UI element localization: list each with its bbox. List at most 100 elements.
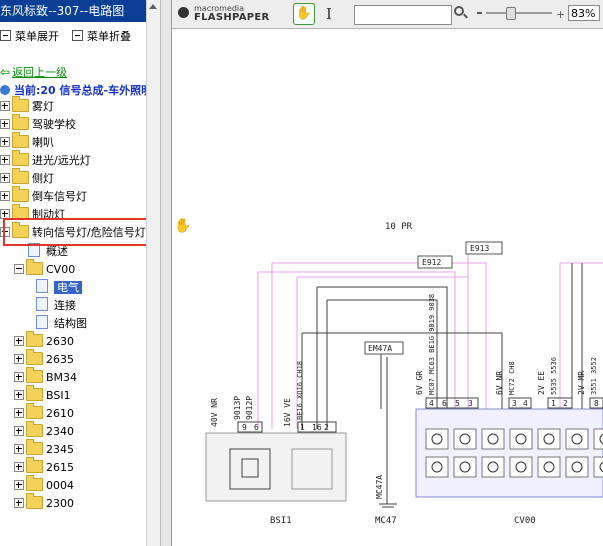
tree-item-code[interactable]: 2340 bbox=[14, 421, 74, 441]
connector-pin: 5 bbox=[455, 399, 460, 408]
label-cv-c: 2V EE bbox=[537, 371, 546, 395]
scroll-up-icon[interactable] bbox=[149, 4, 157, 9]
tree-item[interactable]: 倒车信号灯 bbox=[0, 186, 87, 206]
expand-toggle-icon[interactable] bbox=[0, 155, 10, 165]
expand-toggle-icon[interactable] bbox=[14, 372, 24, 382]
expand-toggle-icon[interactable] bbox=[14, 354, 24, 364]
tree-item-code[interactable]: 2635 bbox=[14, 349, 74, 369]
brand-name: FLASHPAPER bbox=[194, 12, 270, 23]
zoom-slider-knob[interactable] bbox=[506, 7, 516, 20]
menu-collapse-button[interactable]: 菜单折叠 bbox=[72, 28, 131, 44]
menu-expand-button[interactable]: 菜单展开 bbox=[0, 28, 59, 44]
zoom-level[interactable]: 83% bbox=[568, 5, 600, 21]
expand-toggle-icon[interactable] bbox=[14, 498, 24, 508]
expand-toggle-icon[interactable] bbox=[14, 462, 24, 472]
hand-tool-button[interactable]: ✋ bbox=[293, 3, 315, 25]
tree-item-cv00-child[interactable]: 电气 bbox=[36, 279, 82, 297]
folder-icon bbox=[26, 457, 43, 473]
document-icon bbox=[36, 297, 48, 311]
expand-toggle-icon[interactable] bbox=[0, 173, 10, 183]
text-select-tool-icon[interactable]: I bbox=[326, 5, 332, 23]
zoom-out-icon[interactable] bbox=[477, 12, 482, 14]
zoom-in-icon[interactable]: + bbox=[556, 8, 566, 21]
tree-item-label: 进光/远光灯 bbox=[32, 154, 91, 167]
diagram-page[interactable]: ✋ bbox=[172, 29, 603, 546]
tree-item[interactable]: 制动灯 bbox=[0, 204, 65, 224]
expand-toggle-icon[interactable] bbox=[14, 390, 24, 400]
tree-item-code[interactable]: BSI1 bbox=[14, 385, 71, 405]
expand-toggle-icon[interactable] bbox=[0, 227, 10, 237]
brand-top: macromedia bbox=[194, 4, 245, 13]
tree-item-cv00-child[interactable]: 连接 bbox=[36, 297, 76, 315]
tree-item-cv00-child[interactable]: 结构图 bbox=[36, 315, 87, 333]
back-arrow-icon: ⇦ bbox=[0, 65, 11, 79]
tree-item-code[interactable]: 2300 bbox=[14, 493, 74, 513]
search-icon[interactable] bbox=[454, 6, 464, 16]
connector-pin: 1 bbox=[551, 399, 556, 408]
label-bsi-a: 40V NR bbox=[210, 398, 219, 427]
label-cv-d: 2V MR bbox=[577, 371, 586, 395]
folder-icon bbox=[26, 331, 43, 347]
tree-item[interactable]: 雾灯 bbox=[0, 96, 54, 116]
hand-icon: ✋ bbox=[295, 6, 313, 21]
tree-item-code[interactable]: 0004 bbox=[14, 475, 74, 495]
folder-icon bbox=[12, 132, 29, 148]
expand-toggle-icon[interactable] bbox=[0, 101, 10, 111]
tree-item[interactable]: 转向信号灯/危险信号灯 bbox=[0, 222, 146, 242]
connector-pin: 9 bbox=[242, 423, 247, 432]
indicator-glyph-icon bbox=[431, 461, 443, 473]
back-link[interactable]: ⇦返回上一级 bbox=[0, 64, 67, 80]
tree-item[interactable]: 进光/远光灯 bbox=[0, 150, 91, 170]
expand-toggle-icon[interactable] bbox=[14, 480, 24, 490]
globe-icon bbox=[0, 85, 10, 95]
indicator-symbol-icon bbox=[565, 428, 589, 450]
tree-item-code[interactable]: 2345 bbox=[14, 439, 74, 459]
tree-item-label: 结构图 bbox=[54, 317, 87, 330]
tree-item-code[interactable]: 2610 bbox=[14, 403, 74, 423]
tree-item-cv00[interactable]: CV00 bbox=[14, 259, 76, 279]
expand-toggle-icon[interactable] bbox=[14, 444, 24, 454]
tree-item-label: 2340 bbox=[46, 425, 74, 438]
expand-toggle-icon[interactable] bbox=[14, 426, 24, 436]
macromedia-logo-icon bbox=[178, 7, 189, 18]
indicator-glyph-icon bbox=[487, 461, 499, 473]
tree-item-label: 侧灯 bbox=[32, 172, 54, 185]
tree-item[interactable]: 侧灯 bbox=[0, 168, 54, 188]
search-input[interactable] bbox=[354, 5, 452, 25]
folder-icon bbox=[26, 403, 43, 419]
pane-divider[interactable] bbox=[160, 0, 172, 546]
zoom-slider[interactable] bbox=[486, 7, 552, 20]
tree-item-label: 倒车信号灯 bbox=[32, 190, 87, 203]
tree-item-code[interactable]: 2615 bbox=[14, 457, 74, 477]
tree-item-code[interactable]: BM34 bbox=[14, 367, 77, 387]
back-link-label[interactable]: 返回上一级 bbox=[12, 66, 68, 79]
folder-icon bbox=[12, 114, 29, 130]
tree-item-code[interactable]: 2630 bbox=[14, 331, 74, 351]
label-cv-a-pins: MC07 MC63 BE1G 9019 9038 bbox=[428, 294, 436, 395]
tree-item[interactable]: 驾驶学校 bbox=[0, 114, 76, 134]
hand-cursor-icon: ✋ bbox=[174, 218, 192, 234]
tree-pane: 东风标致--307--电路图 菜单展开 菜单折叠 ⇦返回上一级 当前:20 信号… bbox=[0, 0, 160, 546]
expand-toggle-icon[interactable] bbox=[14, 408, 24, 418]
folder-icon bbox=[12, 186, 29, 202]
connector-pin: 16 bbox=[312, 423, 322, 432]
tree-item-overview[interactable]: 概述 bbox=[28, 243, 68, 261]
label-mc47: MC47 bbox=[375, 516, 397, 526]
tree-item-label: 2610 bbox=[46, 407, 74, 420]
expand-toggle-icon[interactable] bbox=[0, 137, 10, 147]
expand-toggle-icon[interactable] bbox=[0, 119, 10, 129]
tree-item-label: 雾灯 bbox=[32, 100, 54, 113]
expand-toggle-icon[interactable] bbox=[0, 191, 10, 201]
collapse-toggle-icon[interactable] bbox=[14, 264, 24, 274]
tree-item-label: 概述 bbox=[46, 245, 68, 258]
label-cv00: CV00 bbox=[514, 516, 536, 526]
tree-scrollbar[interactable] bbox=[146, 0, 160, 546]
tree-item[interactable]: 喇叭 bbox=[0, 132, 54, 152]
label-cv-b-pins: MC72 CH8 bbox=[508, 361, 516, 395]
label-e913: E913 bbox=[470, 244, 489, 253]
window-title: 东风标致--307--电路图 bbox=[0, 0, 148, 22]
folder-icon bbox=[26, 493, 43, 509]
indicator-glyph-icon bbox=[543, 461, 555, 473]
tree-item-label: CV00 bbox=[46, 263, 76, 276]
expand-toggle-icon[interactable] bbox=[14, 336, 24, 346]
